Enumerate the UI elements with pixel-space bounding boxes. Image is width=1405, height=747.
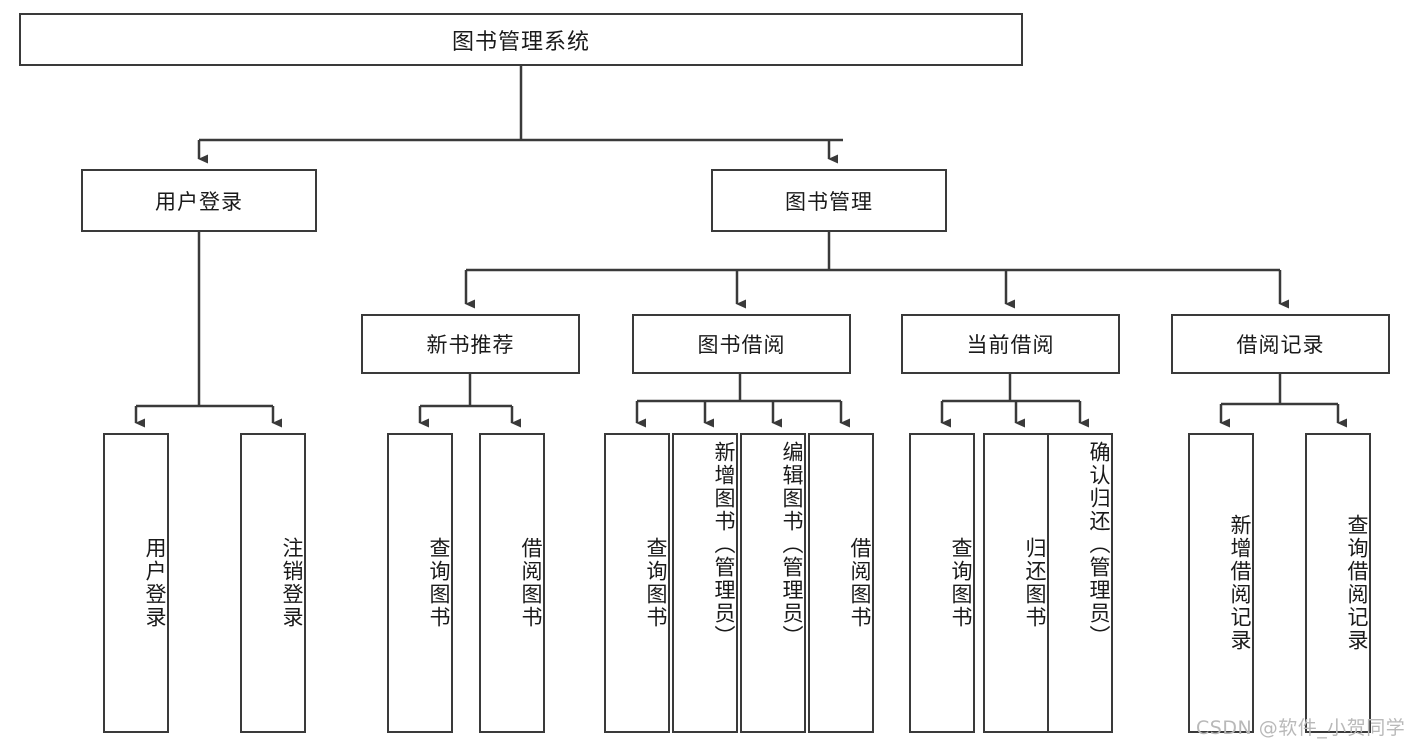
node-label: 查询借阅记录 [1345,514,1369,652]
node-label: 注销登录 [280,537,304,629]
node-label: 借阅图书 [848,537,872,629]
node-label: 用户登录 [155,189,243,214]
node-leaf-user-logout[interactable]: 注销登录 [240,433,306,733]
node-leaf-add-book[interactable]: 新增图书（管理员） [672,433,738,733]
node-leaf-user-login[interactable]: 用户登录 [103,433,169,733]
node-label: 查询图书 [427,537,451,629]
node-leaf-return-book[interactable]: 归还图书 [983,433,1049,733]
watermark-csdn: CSDN @软件_小贺同学 [1196,717,1405,739]
node-label: 新书推荐 [426,333,515,357]
node-leaf-edit-book[interactable]: 编辑图书（管理员） [740,433,806,733]
node-label: 归还图书 [1023,537,1047,629]
node-root-book-management-system[interactable]: 图书管理系统 [19,13,1023,66]
node-book-borrow[interactable]: 图书借阅 [632,314,851,374]
node-leaf-query-book-2[interactable]: 查询图书 [604,433,670,733]
node-leaf-confirm-return[interactable]: 确认归还（管理员） [1047,433,1113,733]
node-label: 编辑图书（管理员） [780,441,804,648]
node-leaf-borrow-book-2[interactable]: 借阅图书 [808,433,874,733]
node-label: 查询图书 [949,537,973,629]
node-label: 新增图书（管理员） [712,441,736,648]
node-leaf-borrow-book-1[interactable]: 借阅图书 [479,433,545,733]
node-leaf-query-book-3[interactable]: 查询图书 [909,433,975,733]
node-label: 图书借阅 [697,333,786,357]
node-borrow-record[interactable]: 借阅记录 [1171,314,1390,374]
node-label: 当前借阅 [966,333,1055,357]
node-leaf-query-record[interactable]: 查询借阅记录 [1305,433,1371,733]
node-current-borrow[interactable]: 当前借阅 [901,314,1120,374]
node-label: 新增借阅记录 [1228,514,1252,652]
node-label: 借阅记录 [1236,333,1325,357]
node-book-manage[interactable]: 图书管理 [711,169,947,232]
node-label: 确认归还（管理员） [1087,441,1111,648]
node-new-book-recommend[interactable]: 新书推荐 [361,314,580,374]
node-leaf-query-book-1[interactable]: 查询图书 [387,433,453,733]
node-user-login[interactable]: 用户登录 [81,169,317,232]
node-label: 用户登录 [143,537,167,629]
node-label: 图书管理系统 [451,29,590,55]
node-label: 查询图书 [644,537,668,629]
node-leaf-add-record[interactable]: 新增借阅记录 [1188,433,1254,733]
node-label: 图书管理 [785,189,873,214]
node-label: 借阅图书 [519,537,543,629]
